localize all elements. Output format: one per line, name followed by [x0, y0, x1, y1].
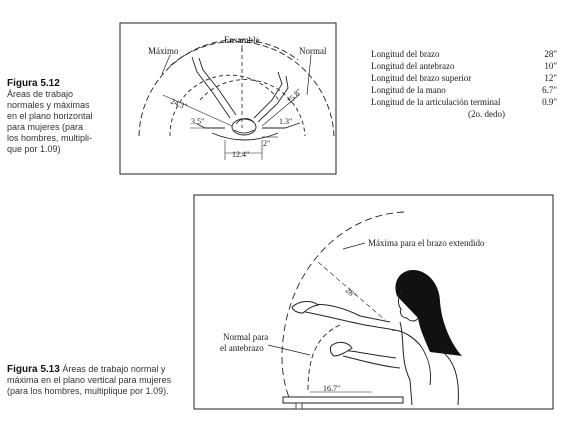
maximo-leader [161, 54, 171, 75]
caption-line: normales y máximas [7, 100, 90, 110]
maximum-arc-right [169, 41, 335, 137]
measurement-row: Longitud del antebrazo 10" [371, 60, 557, 72]
dim-124-label: 12.4" [232, 150, 249, 159]
hair-shape [395, 270, 462, 356]
measurement-label: Longitud del brazo superior [371, 73, 472, 83]
dim-158-line [261, 93, 301, 127]
figure-5-12-label: Figura 5.12 [7, 78, 60, 89]
maximum-reach-arc [281, 211, 405, 401]
caption-line: los hombres, multipli- [7, 133, 93, 143]
measurement-sub-note: (2o. dedo) [468, 109, 505, 119]
figure-5-13-text: Áreas de trabajo normal y máxima en el p… [7, 364, 172, 396]
measurement-row: Longitud del brazo superior 12" [371, 72, 557, 84]
shoulder-shape [391, 329, 431, 386]
figure-5-12-frame [119, 22, 337, 175]
face-outline [398, 289, 419, 322]
measurement-value: 12" [544, 73, 557, 83]
figure-5-13-frame [193, 194, 554, 410]
normal-label-line2: el antebrazo [220, 343, 264, 353]
caption-line: Áreas de trabajo [7, 89, 74, 99]
hand-upper [291, 301, 320, 314]
dim-28-label: 28" [344, 286, 358, 300]
normal-arc-left [169, 74, 281, 137]
dim-13-label: 1.3" [279, 117, 292, 126]
measurement-row: Longitud de la articulación terminal 0.9" [371, 96, 557, 108]
caption-line: que por 1.09) [7, 144, 61, 154]
caption-line: para mujeres (para [7, 122, 84, 132]
measurement-row: Longitud de la mano 6.7" [371, 84, 557, 96]
shoulders-outline [211, 132, 279, 141]
measurement-value: 0.9" [542, 97, 557, 107]
normal-label-line1: Normal para [223, 332, 268, 342]
hair-outline [233, 118, 255, 134]
normal-label: Normal [299, 46, 327, 56]
arms-outline [191, 56, 301, 129]
measurement-value: 6.7" [542, 85, 557, 95]
forearm-outline [342, 349, 401, 369]
head-outline [231, 118, 257, 136]
measurements-table: Longitud del brazo 28" Longitud del anteb… [371, 48, 557, 120]
hand-lower [329, 341, 353, 357]
table-leg [295, 402, 303, 410]
caption-line: en el plano horizontal [7, 111, 93, 121]
ensamble-label: Ensamble [224, 35, 260, 45]
normal-reach-arc [307, 324, 341, 391]
measurement-label: Longitud del antebrazo [371, 61, 455, 71]
maxima-leader [342, 242, 366, 250]
measurement-label: Longitud del brazo [371, 49, 440, 59]
measurement-row: Longitud del brazo 28" [371, 48, 557, 60]
dim-28-line [317, 261, 386, 321]
normal-leader-513 [267, 344, 311, 356]
figure-5-13-caption: Figura 5.13 Áreas de trabajo normal y má… [7, 364, 187, 397]
upper-arm-outline [299, 303, 396, 331]
normal-leader [306, 54, 312, 96]
measurement-value: 10" [544, 61, 557, 71]
dim-2-label: 2" [263, 139, 270, 148]
figure-5-13-label: Figura 5.13 [7, 364, 60, 375]
measurement-label: Longitud de la articulación terminal [371, 97, 501, 107]
dim-35-label: 3.5" [191, 117, 204, 126]
figure-5-12-caption: Figura 5.12 Áreas de trabajo normales y … [7, 78, 107, 155]
table-top [282, 396, 404, 404]
normal-arc-right [199, 79, 306, 137]
dim-167-label: 16.7" [323, 384, 340, 393]
dim-243-line [162, 94, 233, 127]
torso-outline [399, 321, 459, 406]
maximo-label: Máximo [148, 46, 179, 56]
maxima-label: Máxima para el brazo extendido [368, 238, 485, 248]
measurement-value: 28" [544, 49, 557, 59]
measurement-label: Longitud de la mano [371, 85, 446, 95]
